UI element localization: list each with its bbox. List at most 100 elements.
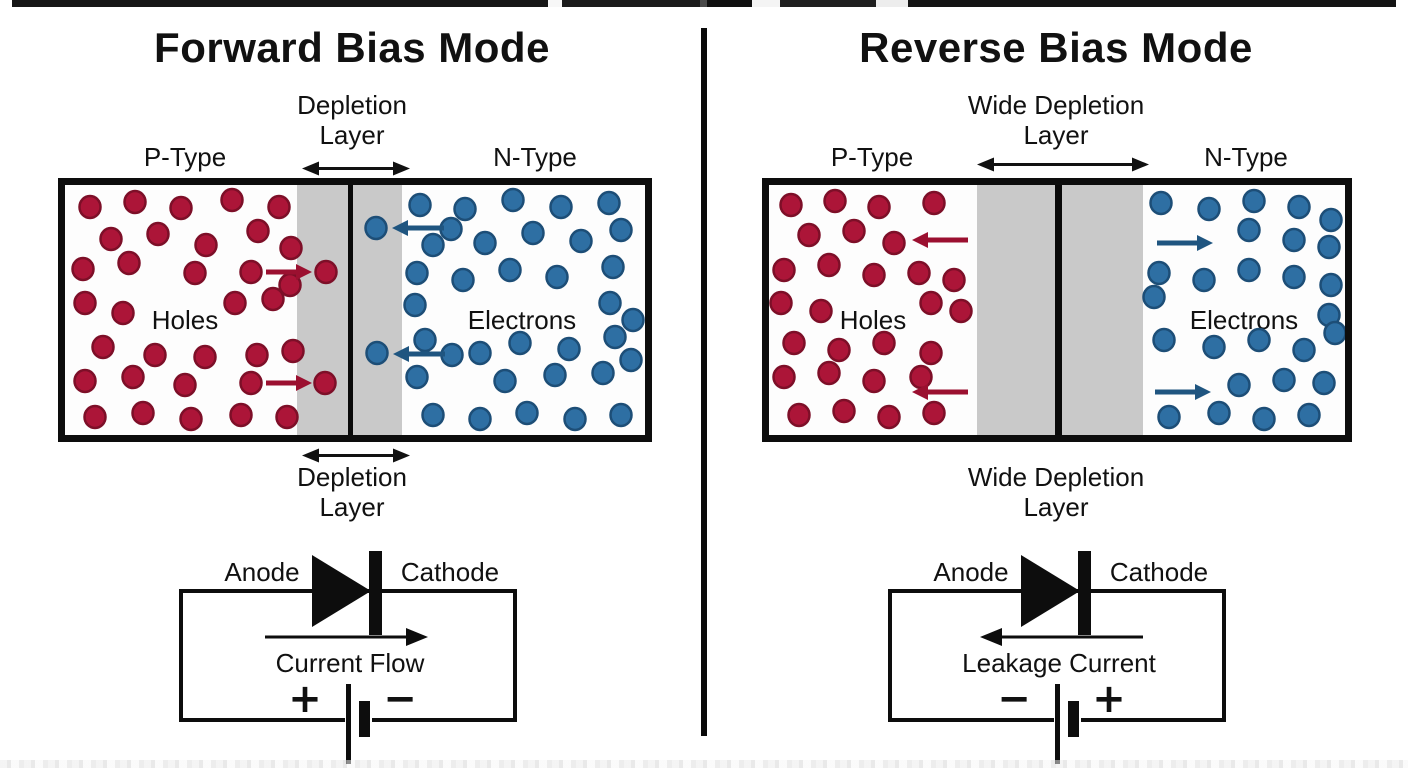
electron-dot [364, 215, 388, 241]
hole-dot [179, 406, 203, 432]
hole-dot [809, 298, 833, 324]
electron-dot [1319, 207, 1343, 233]
depletion-width-arrow-icon [977, 157, 1149, 172]
hole-dot [872, 330, 896, 356]
electron-dot [405, 364, 429, 390]
electron-dot [569, 228, 593, 254]
hole-dot [261, 286, 285, 312]
page-title: Forward Bias Mode [154, 24, 550, 71]
hole-dot [117, 250, 141, 276]
electron-dot [549, 194, 573, 220]
hole-dot [281, 338, 305, 364]
electron-dot [421, 232, 445, 258]
hole-dot [787, 402, 811, 428]
electron-dot [453, 196, 477, 222]
hole-dot [220, 187, 244, 213]
hole-dot [313, 370, 337, 396]
electron-dot [1319, 272, 1343, 298]
cathode-label: Cathode [1110, 557, 1208, 587]
electron-dot [1247, 327, 1271, 353]
hole-dot [922, 190, 946, 216]
battery-long-plate-icon [1055, 684, 1060, 764]
reverse-circuit-diagram: Anode Cathode Leakage Current − + [888, 551, 1226, 764]
electron-flow-arrow-head [1197, 235, 1213, 251]
current-direction-arrow-head [980, 628, 1002, 646]
electrons-label: Electrons [468, 305, 576, 335]
electron-dot [1157, 404, 1181, 430]
electron-dot [515, 400, 539, 426]
electron-dot [1152, 327, 1176, 353]
battery-right-sign: + [1092, 676, 1126, 722]
hole-dot [123, 189, 147, 215]
reverse-bias-panel: Reverse Bias Mode Wide Depletion Layer P… [704, 0, 1408, 768]
hole-dot [842, 218, 866, 244]
electron-dot [1272, 367, 1296, 393]
electron-dot [1202, 334, 1226, 360]
cathode-label: Cathode [401, 557, 499, 587]
hole-dot [769, 290, 793, 316]
hole-dot [223, 290, 247, 316]
diode-cathode-bar-icon [369, 551, 382, 635]
hole-flow-arrow-head [912, 232, 928, 248]
wide-depletion-layer-bottom-label: Wide Depletion Layer [967, 462, 1145, 522]
electron-dot [609, 402, 633, 428]
hole-dot [229, 402, 253, 428]
hole-dot [71, 256, 95, 282]
battery-left-sign: − [997, 676, 1031, 722]
forward-circuit-diagram: Anode Cathode Current Flow + − [179, 551, 517, 764]
hole-dot [78, 194, 102, 220]
hole-dot [909, 364, 933, 390]
hole-dot [797, 222, 821, 248]
electron-flow-arrow-head [393, 346, 409, 362]
electron-dot [365, 340, 389, 366]
hole-dot [862, 368, 886, 394]
battery-short-plate-icon [359, 701, 370, 737]
hole-dot [131, 400, 155, 426]
junction-diagram: Holes Electrons [769, 185, 1345, 435]
hole-dot [779, 192, 803, 218]
electron-dot [1147, 260, 1171, 286]
hole-dot [99, 226, 123, 252]
hole-dot [239, 370, 263, 396]
electron-dot [1323, 320, 1345, 346]
electron-dot [1149, 190, 1173, 216]
electron-dot [603, 324, 627, 350]
hole-dot [194, 232, 218, 258]
electron-dot [1252, 406, 1276, 432]
electron-dot [468, 340, 492, 366]
electron-dot [1237, 257, 1261, 283]
electron-dot [421, 402, 445, 428]
p-type-label: P-Type [830, 142, 914, 172]
electron-dot [601, 254, 625, 280]
hole-dot [91, 334, 115, 360]
electron-dot [1297, 402, 1321, 428]
current-direction-arrow-head [406, 628, 428, 646]
hole-dot [817, 360, 841, 386]
hole-flow-arrow-head [296, 375, 312, 391]
electron-dot [473, 230, 497, 256]
electron-dot [1317, 234, 1341, 260]
hole-dot [772, 364, 796, 390]
hole-dot [919, 290, 943, 316]
hole-dot [111, 300, 135, 326]
electron-dot [1312, 370, 1336, 396]
hole-dot [193, 344, 217, 370]
hole-dot [823, 188, 847, 214]
pn-junction-box: Holes Electrons [762, 178, 1352, 442]
hole-dot [183, 260, 207, 286]
electron-dot [1197, 196, 1221, 222]
electron-dot [498, 257, 522, 283]
hole-dot [772, 257, 796, 283]
battery-right-sign: − [383, 676, 417, 722]
hole-dot [942, 267, 966, 293]
electron-dot [1287, 194, 1311, 220]
electron-dot [609, 217, 633, 243]
hole-dot [877, 404, 901, 430]
hole-dot [867, 194, 891, 220]
electron-dot [521, 220, 545, 246]
depletion-width-arrow-icon [302, 161, 410, 176]
electron-dot [408, 192, 432, 218]
electron-dot [1242, 188, 1266, 214]
hole-dot [817, 252, 841, 278]
